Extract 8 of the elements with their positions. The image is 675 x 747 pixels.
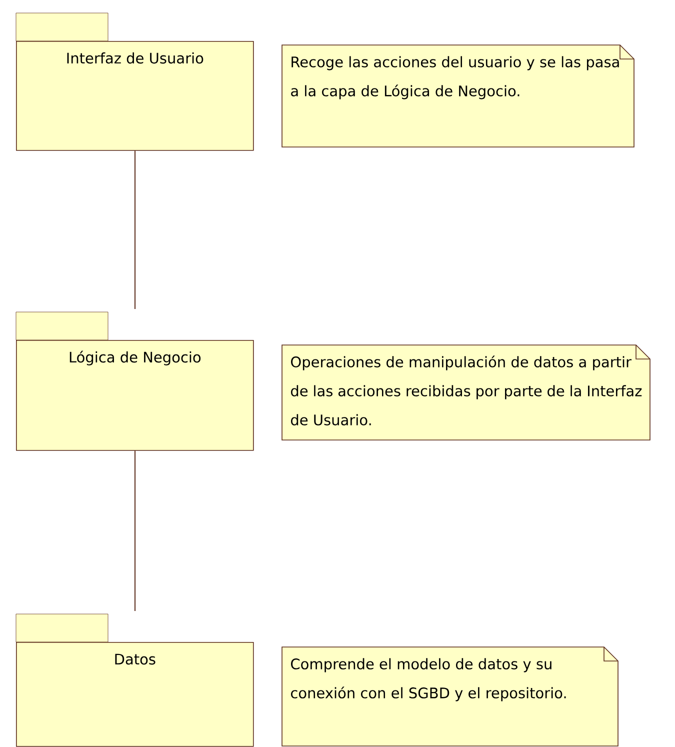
connector-line xyxy=(134,150,136,310)
note: Comprende el modelo de datos y su conexión con el SGBD y el repositorio. xyxy=(282,646,618,746)
note: Recoge las acciones del usuario y se las pasa a la capa de Lógica de Negocio. xyxy=(282,44,634,148)
package-box: Interfaz de Usuario xyxy=(16,12,254,151)
connector-line xyxy=(134,450,136,612)
package-box: Lógica de Negocio xyxy=(16,312,254,451)
package-box: Datos xyxy=(16,614,254,747)
note: Operaciones de manipulación de datos a partir de las acciones recibidas por parte de la Interfaz de Usuario. xyxy=(282,344,650,440)
